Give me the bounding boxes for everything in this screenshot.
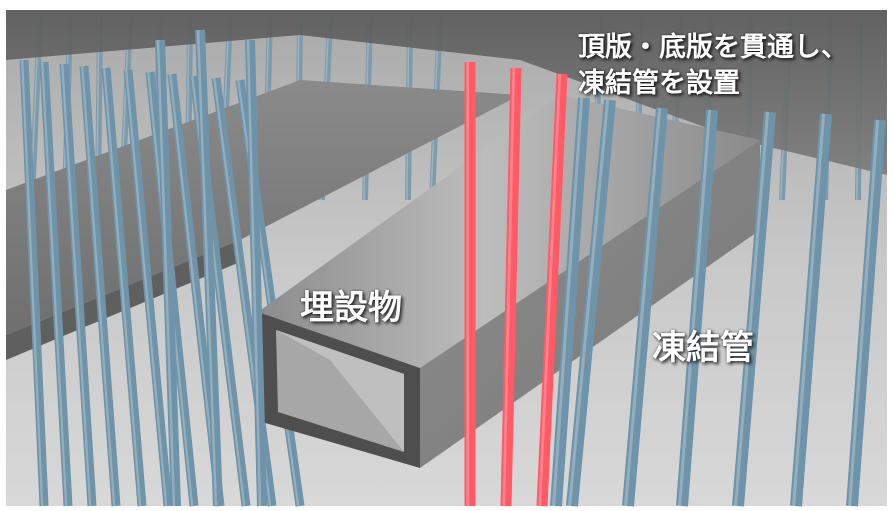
- freeze-pipe-highlight: [81, 65, 116, 507]
- freeze-pipe-highlight: [792, 113, 826, 507]
- buried-object-opening: [276, 330, 404, 452]
- freeze-pipe: [732, 111, 776, 507]
- penetration-callout-line1: 頂版・底版を貫通し、: [578, 32, 848, 63]
- freeze-pipe-highlight: [552, 97, 584, 507]
- freeze-pipe: [790, 113, 832, 507]
- freeze-pipe: [846, 119, 886, 507]
- freeze-pipe: [39, 61, 73, 507]
- freeze-pipe-highlight: [246, 39, 262, 507]
- freeze-pipe-highlight: [624, 107, 662, 507]
- freeze-pipe: [19, 59, 49, 507]
- buried-object-inner-wall: [276, 330, 404, 452]
- freeze-pipe-highlight: [169, 73, 220, 507]
- freeze-pipe-highlight: [103, 67, 142, 507]
- freeze-pipe-highlight: [568, 99, 610, 507]
- penetration-callout-line2: 凍結管を設置: [578, 68, 740, 99]
- penetrating-freeze-pipe-highlight: [538, 73, 562, 507]
- penetrating-freeze-pipe: [500, 67, 522, 507]
- freeze-pipe-highlight: [848, 119, 880, 507]
- freeze-pipe-highlight: [21, 59, 44, 507]
- penetrating-freeze-pipes: [464, 62, 568, 507]
- freeze-pipe-highlight: [125, 69, 168, 507]
- freeze-pipe: [622, 107, 668, 507]
- freeze-pipe: [101, 67, 147, 507]
- freeze-pipe-highlight: [61, 63, 92, 507]
- freeze-pipe-highlight: [678, 109, 712, 507]
- freeze-pipe-highlight: [734, 111, 770, 507]
- freeze-pipe-highlight: [41, 61, 68, 507]
- freeze-pipe: [79, 65, 121, 507]
- freeze-pipe: [155, 39, 181, 507]
- freeze-pipe: [59, 63, 97, 507]
- buried-object-label: 埋設物: [300, 288, 402, 328]
- freeze-pipe: [123, 69, 173, 507]
- freeze-pipe: [550, 97, 590, 507]
- freeze-pipe-highlight: [196, 29, 218, 507]
- freeze-pipe: [245, 39, 267, 507]
- freeze-pipe: [195, 29, 223, 507]
- penetrating-freeze-pipe: [536, 73, 568, 507]
- top-slab: [6, 10, 887, 175]
- penetrating-freeze-pipe-highlight: [502, 67, 516, 507]
- freeze-pipe-label: 凍結管: [652, 328, 754, 368]
- freeze-pipes-front: [155, 29, 886, 507]
- freeze-pipe: [676, 109, 718, 507]
- penetration-callout: 頂版・底版を貫通し、 凍結管を設置: [578, 30, 848, 102]
- freeze-pipe: [566, 99, 616, 507]
- freeze-pipe-highlight: [156, 39, 176, 507]
